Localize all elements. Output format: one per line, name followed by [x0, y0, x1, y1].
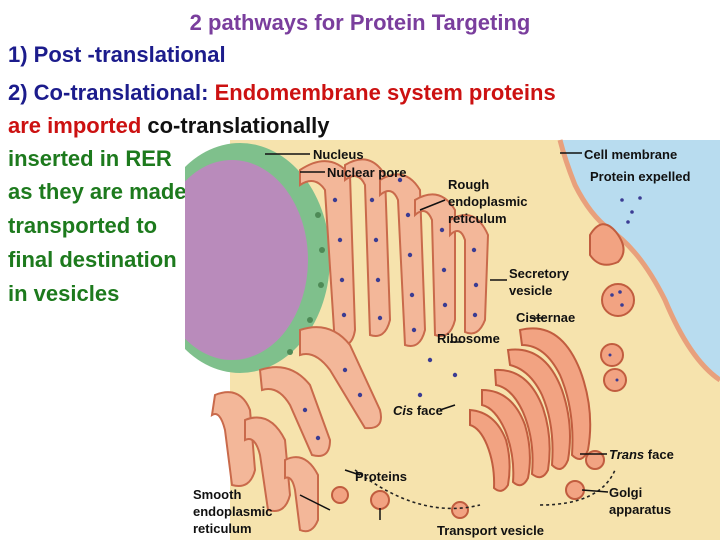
- transport-vesicle: [370, 490, 390, 510]
- expelled-proteins: [620, 196, 642, 224]
- label-cell-membrane: Cell membrane: [584, 147, 677, 162]
- green-line-4: final destination: [8, 247, 177, 272]
- golgi-apparatus: [469, 327, 592, 492]
- rough-er: [258, 158, 490, 457]
- co-translationally-text: co-translationally: [141, 113, 330, 138]
- vesicles: [331, 223, 635, 519]
- pointer-lines: [265, 152, 609, 520]
- label-trans-face-rest: face: [644, 447, 674, 462]
- endomembrane-diagram: Nucleus Nuclear pore Cell membrane Prote…: [185, 139, 720, 540]
- label-golgi-2: apparatus: [609, 502, 671, 517]
- label-smooth-er-2: endoplasmic: [193, 504, 272, 519]
- label-golgi-1: Golgi: [609, 485, 642, 500]
- pathway-2-continuation: are imported co-translationally: [8, 113, 330, 139]
- label-ribosome: Ribosome: [437, 331, 500, 346]
- label-cis-face: Cis face: [393, 403, 443, 418]
- imported-highlight: are imported: [8, 113, 142, 138]
- label-secretory-vesicle-2: vesicle: [509, 283, 552, 298]
- slide-title: 2 pathways for Protein Targeting: [189, 10, 531, 35]
- label-protein-expelled: Protein expelled: [590, 169, 690, 184]
- secretory-vesicle: [601, 283, 635, 317]
- green-line-1: inserted in RER: [8, 146, 172, 171]
- green-line-3: transported to: [8, 213, 158, 238]
- pathway-1-text: 1) Post -translational: [8, 42, 226, 67]
- label-rough-er-1: Rough: [448, 177, 489, 192]
- pathway-2-prefix: 2) Co-translational:: [8, 80, 215, 105]
- label-nuclear-pore: Nuclear pore: [327, 165, 406, 180]
- pathway-2-text: 2) Co-translational: Endomembrane system…: [8, 80, 556, 106]
- exocytosis-vesicle: [589, 223, 625, 266]
- label-rough-er-3: reticulum: [448, 211, 507, 226]
- nucleus: [185, 160, 308, 360]
- label-rough-er-2: endoplasmic: [448, 194, 527, 209]
- vesicle-cargo: [608, 290, 624, 382]
- label-cis-face-italic: Cis: [393, 403, 413, 418]
- label-smooth-er-3: reticulum: [193, 521, 252, 536]
- green-line-2: as they are made: [8, 179, 187, 204]
- label-smooth-er-1: Smooth: [193, 487, 241, 502]
- label-nucleus: Nucleus: [313, 147, 364, 162]
- green-line-5: in vesicles: [8, 281, 120, 306]
- label-cisternae: Cisternae: [516, 310, 575, 325]
- extracellular-space: [560, 140, 720, 380]
- label-trans-face-italic: Trans: [609, 447, 644, 462]
- label-proteins: Proteins: [355, 469, 407, 484]
- transport-path: [354, 469, 616, 510]
- smooth-er: [210, 391, 319, 533]
- label-cis-face-rest: face: [413, 403, 443, 418]
- label-transport-vesicle: Transport vesicle: [437, 523, 544, 538]
- pathway-2-highlight: Endomembrane system proteins: [214, 80, 556, 105]
- ribosomes: [302, 177, 479, 441]
- label-secretory-vesicle-1: Secretory: [509, 266, 570, 281]
- label-trans-face: Trans face: [609, 447, 674, 462]
